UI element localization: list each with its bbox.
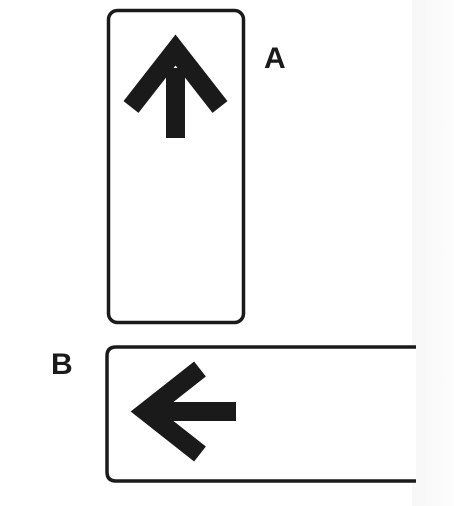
- sign-a-label: A: [264, 42, 286, 75]
- sign-b-label: B: [51, 348, 73, 381]
- up-arrow-icon: [123, 34, 228, 138]
- left-arrow-icon: [130, 361, 236, 462]
- scan-edge: [412, 0, 454, 506]
- sign-b: [105, 345, 416, 483]
- sign-a: [106, 8, 246, 325]
